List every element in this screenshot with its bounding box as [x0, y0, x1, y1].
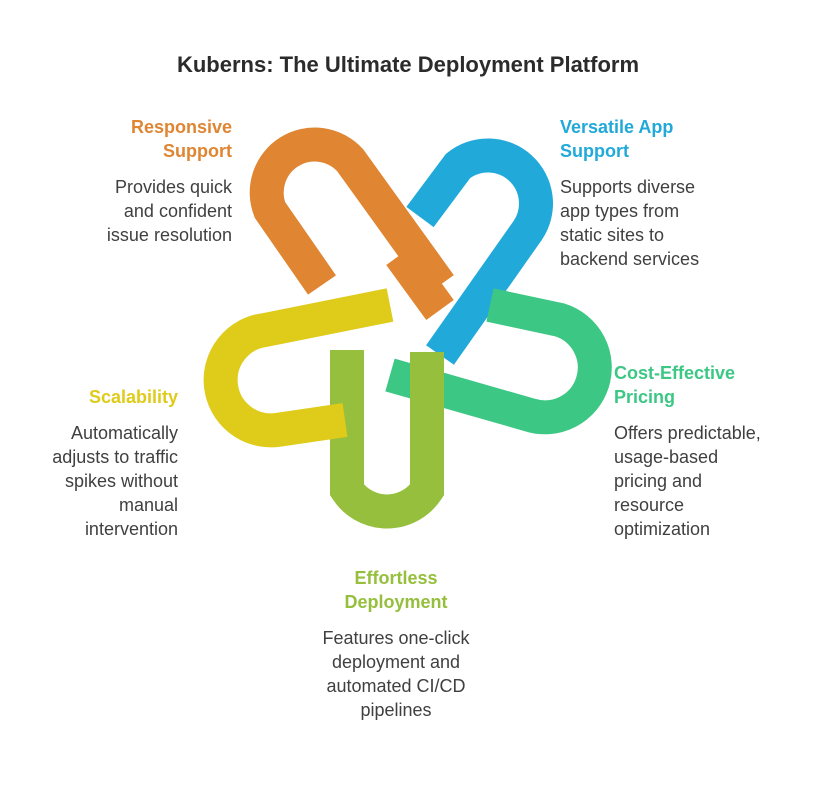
orange-link — [249, 127, 454, 295]
feature-description: Supports diverse app types from static s… — [560, 177, 700, 269]
diagram-title: Kuberns: The Ultimate Deployment Platfor… — [176, 52, 640, 77]
feature-scalability: Scalability Automatically adjusts to tra… — [20, 385, 178, 541]
feature-responsive-support: Responsive Support Provides quick and co… — [40, 115, 232, 247]
feature-heading: Responsive Support — [130, 117, 232, 161]
feature-cost-effective-pricing: Cost-Effective Pricing Offers predictabl… — [614, 361, 804, 541]
green-link — [385, 288, 612, 435]
yellow-link — [203, 288, 394, 448]
feature-versatile-app-support: Versatile App Support Supports diverse a… — [560, 115, 780, 271]
feature-effortless-deployment: Effortless Deployment Features one-click… — [280, 566, 512, 722]
feature-description: Provides quick and confident issue resol… — [106, 177, 232, 245]
feature-description: Automatically adjusts to traffic spikes … — [52, 423, 178, 539]
feature-description: Features one-click deployment and automa… — [322, 628, 470, 720]
feature-heading: Versatile App Support — [560, 117, 674, 161]
feature-heading: Scalability — [88, 387, 178, 407]
feature-heading: Cost-Effective Pricing — [614, 363, 736, 407]
feature-description: Offers predictable, usage-based pricing … — [614, 423, 761, 539]
feature-heading: Effortless Deployment — [344, 568, 448, 612]
olive-link — [330, 350, 444, 529]
blue-link — [406, 138, 553, 365]
